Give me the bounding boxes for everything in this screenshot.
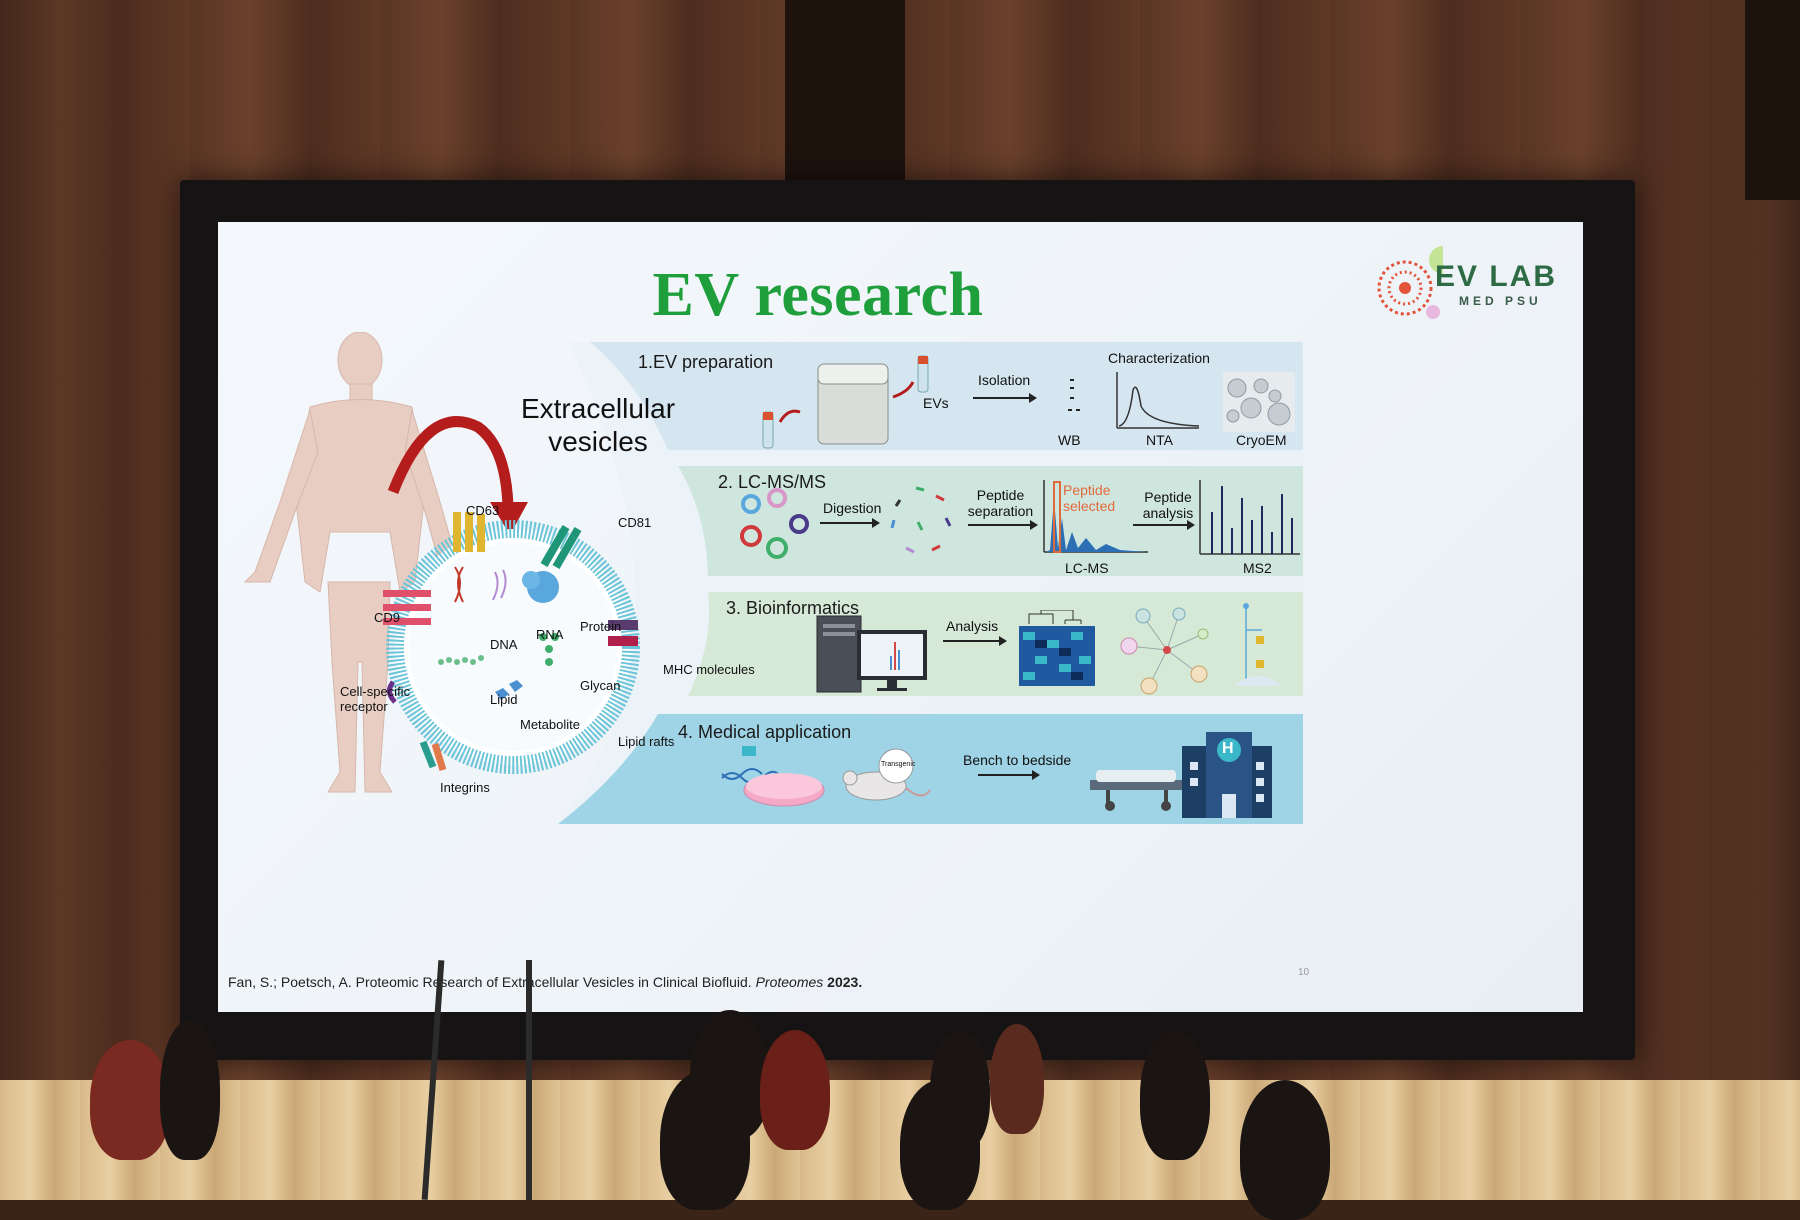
peptide-analysis-label: Peptide analysis [1142, 489, 1194, 521]
receptor-label: Cell-specific receptor [340, 684, 411, 714]
step-2-title: 2. LC-MS/MS [718, 472, 827, 492]
cryoem-icon [1223, 372, 1295, 432]
nta-plot-icon [1116, 372, 1200, 429]
citation-authors: Fan, S.; Poetsch, A. Proteomic Research … [228, 974, 752, 990]
cd81-label: CD81 [618, 515, 652, 530]
integrins-label: Integrins [440, 780, 490, 795]
cd9-label: CD9 [374, 610, 401, 625]
citation-year: 2023. [827, 974, 863, 990]
bench-to-bedside-label: Bench to bedside [963, 752, 1072, 768]
red-curved-arrow [388, 416, 528, 535]
ms2-spectrum [1199, 480, 1300, 555]
dna-petri-dish-icon [721, 746, 825, 807]
dna-cargo [454, 566, 464, 603]
metabolite-label: Metabolite [520, 717, 580, 732]
network-icon [1120, 607, 1209, 695]
mhc-protein [608, 620, 638, 646]
isolation-arrow [973, 393, 1037, 403]
integrin-protein [419, 740, 437, 769]
audience-silhouettes [0, 1010, 1800, 1220]
wall-panel-dark [785, 0, 905, 200]
logo-text: EV LAB [1435, 260, 1558, 293]
slide-citation: Fan, S.; Poetsch, A. Proteomic Research … [228, 974, 862, 990]
peptide-separation-arrow [968, 520, 1038, 530]
digestion-arrow [820, 518, 880, 528]
glycan-label: Glycan [580, 678, 621, 693]
audience-head [660, 1070, 750, 1210]
step-3-title: 3. Bioinformatics [726, 598, 860, 618]
step-1-title: 1.EV preparation [638, 352, 774, 372]
peptides-icon [890, 486, 952, 554]
lc-ms-label: LC-MS [1065, 560, 1109, 576]
cd9-protein [383, 590, 431, 625]
audience-head [1140, 1030, 1210, 1160]
cryoem-label: CryoEM [1236, 432, 1287, 448]
audience-head [990, 1024, 1044, 1134]
receptor-protein [387, 680, 397, 704]
ev-lab-logo: EV LAB MED PSU [1373, 242, 1563, 322]
evs-label: EVs [923, 395, 949, 411]
characterization-label: Characterization [1108, 350, 1210, 366]
nta-label: NTA [1146, 432, 1173, 448]
isolation-label: Isolation [978, 372, 1031, 388]
citation-journal: Proteomes [755, 974, 824, 990]
glycan-cargo [539, 633, 559, 666]
wall-panel-dark [1745, 0, 1800, 200]
mhc-label: MHC molecules [663, 662, 755, 677]
bench-to-bedside-arrow [978, 770, 1040, 780]
wb-label: WB [1058, 432, 1081, 448]
rna-label: RNA [536, 627, 564, 642]
western-blot-icon [1068, 379, 1080, 411]
transgenic-mouse-icon [842, 748, 931, 801]
human-body-figure [243, 332, 469, 793]
lipid-label: Lipid [490, 692, 518, 707]
step-4-title: 4. Medical application [678, 722, 852, 742]
hospital-bed-icon [1090, 732, 1272, 818]
analysis-label: Analysis [946, 618, 999, 634]
transgenic-label: Transgenic [881, 761, 916, 768]
heatmap-icon [1019, 610, 1095, 686]
logo-subtext: MED PSU [1459, 294, 1542, 308]
audience-head [160, 1020, 220, 1160]
vesicle-diagram [383, 512, 640, 774]
cd63-protein [453, 512, 485, 552]
analysis-arrow [943, 636, 1007, 646]
peptide-analysis-arrow [1133, 520, 1195, 530]
audience-head [900, 1080, 980, 1210]
lc-ms-chromatogram [1043, 480, 1148, 553]
presentation-slide: EV research workflow EV LAB MED PSU [218, 222, 1583, 1012]
protein-mixture-icon [740, 488, 809, 559]
lipid-cargo [438, 655, 484, 665]
cd63-label: CD63 [466, 503, 500, 518]
audience-head [90, 1040, 170, 1160]
metabolite-cargo [495, 680, 523, 700]
centrifuge-icon [762, 355, 929, 449]
computer-icon [816, 615, 927, 693]
audience-head [1240, 1080, 1330, 1220]
microphone-stand [526, 960, 532, 1200]
extracellular-vesicles-label: Extracellular vesicles [520, 393, 676, 457]
protein-label: Protein [580, 619, 622, 634]
audience-head [760, 1030, 830, 1150]
pathway-icon [1234, 603, 1282, 686]
rna-cargo [492, 569, 507, 601]
dna-label: DNA [490, 637, 518, 652]
cd81-protein [540, 524, 582, 570]
peptide-selected-label: Peptide selected [1063, 482, 1116, 514]
lipid-rafts-label: Lipid rafts [618, 734, 675, 749]
lane-4-band [558, 714, 1303, 824]
hospital-h-letter: H [1222, 740, 1234, 757]
digestion-label: Digestion [823, 500, 882, 516]
peptide-separation-label: Peptide separation [967, 487, 1034, 519]
ms2-label: MS2 [1243, 560, 1272, 576]
slide-page-number: 10 [1298, 967, 1310, 978]
lane-2-band [678, 466, 1303, 576]
